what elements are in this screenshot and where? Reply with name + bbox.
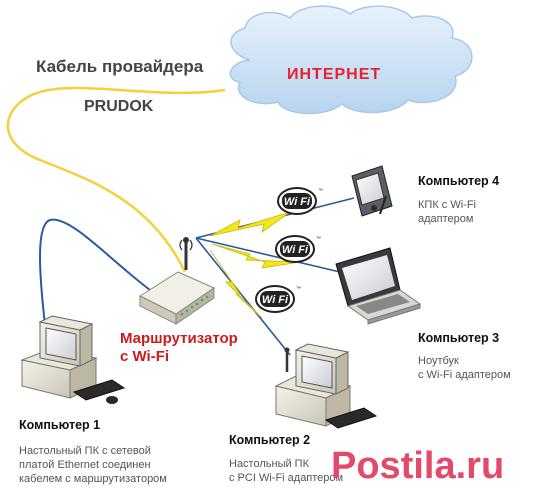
computer-3-description: Ноутбук с Wi-Fi адаптером (418, 355, 511, 381)
computer-1-title: Компьютер 1 (19, 418, 101, 432)
wifi-tm: ™ (318, 188, 323, 194)
wifi-badge-text: Wi Fi (282, 244, 309, 256)
computer-2-description: Настольный ПК с PCI Wi-Fi адаптером (229, 458, 344, 484)
router-icon (138, 237, 216, 325)
computer-4-description: КПК с Wi-Fi адаптером (418, 199, 476, 225)
ethernet-cable (39, 218, 151, 326)
pda-computer-4-icon (351, 165, 393, 217)
wifi-badge-3: Wi Fi ™ (255, 285, 301, 313)
internet-label: ИНТЕРНЕТ (287, 66, 382, 83)
cable-label: Кабель провайдера (36, 57, 204, 76)
desktop-computer-1-icon (20, 315, 126, 404)
watermark: Postila.ru (331, 446, 504, 486)
computer-1-description: Настольный ПК с сетевой платой Ethernet … (19, 445, 167, 485)
computer-2-title: Компьютер 2 (229, 433, 311, 447)
wifi-tm: ™ (296, 286, 301, 292)
wifi-badge-text: Wi Fi (262, 294, 289, 306)
provider-cable (6, 86, 226, 273)
computer-3-title: Компьютер 3 (418, 331, 500, 345)
wifi-badge-1: Wi Fi ™ (277, 187, 323, 215)
watermark-text: Postila.ru (331, 445, 505, 487)
wifi-badge-2: Wi Fi ™ (275, 235, 321, 263)
desktop-computer-2-icon (274, 343, 378, 429)
wifi-tm: ™ (316, 236, 321, 242)
laptop-computer-3-icon (335, 247, 422, 325)
wifi-badge-text: Wi Fi (284, 196, 311, 208)
router-label: Маршрутизатор с Wi-Fi (120, 330, 238, 365)
provider-name: PRUDOK (84, 98, 154, 115)
internet-cloud-icon (229, 5, 473, 115)
computer-4-title: Компьютер 4 (418, 174, 500, 188)
